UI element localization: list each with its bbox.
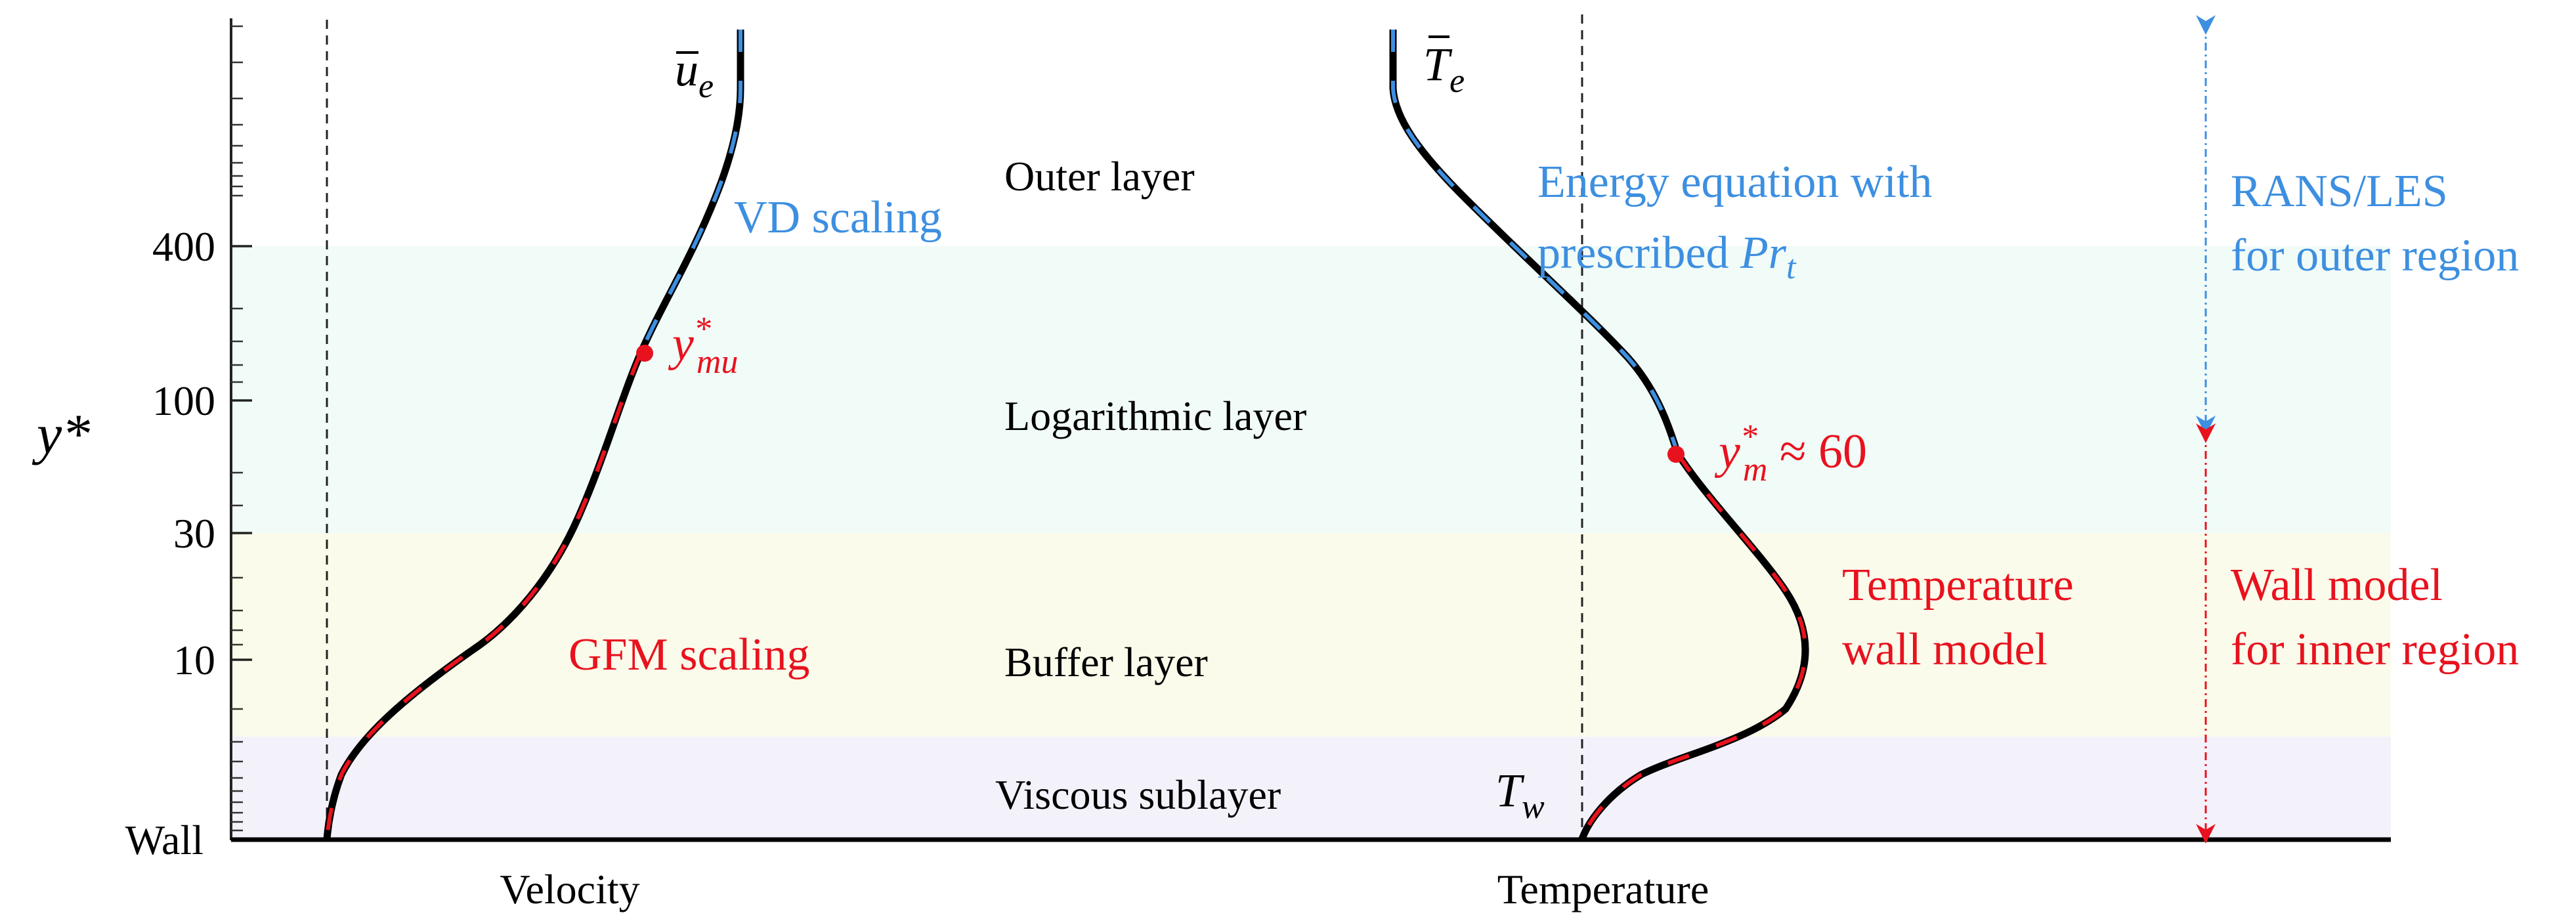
- band-buffer: [231, 533, 2391, 737]
- y-axis-minor-ticks: [231, 25, 243, 832]
- temperature-xlabel: Temperature: [1497, 866, 1709, 912]
- velocity-match-point: [636, 345, 653, 362]
- layer-label-logarithmic: Logarithmic layer: [1004, 393, 1306, 439]
- temperature-match-label: y*m ≈ 60: [1714, 418, 1867, 488]
- temperature-match-point: [1667, 446, 1685, 463]
- band-viscous: [231, 737, 2391, 839]
- layer-label-viscous: Viscous sublayer: [995, 771, 1281, 818]
- velocity-curve-gfm-dash: [325, 353, 642, 840]
- outer-region-line1: RANS/LES: [2231, 166, 2448, 217]
- tick-label-400: 400: [152, 223, 215, 270]
- inner-region-line1: Wall model: [2231, 560, 2443, 611]
- energy-equation-line2: prescribed Prt: [1537, 228, 1797, 286]
- layer-label-outer: Outer layer: [1004, 153, 1195, 200]
- band-logarithmic: [231, 246, 2391, 533]
- y-axis-symbol: y*: [32, 402, 90, 465]
- tick-label-30: 30: [173, 510, 215, 557]
- gfm-scaling-label: GFM scaling: [569, 630, 810, 680]
- energy-equation-line1: Energy equation with: [1537, 157, 1932, 207]
- velocity-xlabel: Velocity: [500, 866, 639, 912]
- velocity-curve-vd-dash: [638, 30, 742, 356]
- y-axis-major-ticks: [231, 245, 252, 661]
- vd-scaling-label: VD scaling: [734, 192, 942, 243]
- temperature-wall-model-line2: wall model: [1842, 624, 2048, 675]
- layer-label-buffer: Buffer layer: [1004, 639, 1208, 685]
- temperature-curve-energy-dash: [1391, 30, 1679, 454]
- tick-label-100: 100: [152, 377, 215, 424]
- temperature-wall-label: Tw: [1495, 764, 1545, 826]
- tick-label-10: 10: [173, 637, 215, 683]
- temperature-edge-label: Te: [1423, 38, 1465, 100]
- temperature-wall-model-line1: Temperature: [1842, 560, 2074, 611]
- temperature-curve-wallmodel-dash: [1580, 452, 1807, 840]
- outer-region-line2: for outer region: [2231, 230, 2519, 281]
- inner-region-line2: for inner region: [2231, 624, 2519, 675]
- velocity-match-label: y*mu: [668, 311, 738, 381]
- tick-label-wall: Wall: [125, 817, 204, 863]
